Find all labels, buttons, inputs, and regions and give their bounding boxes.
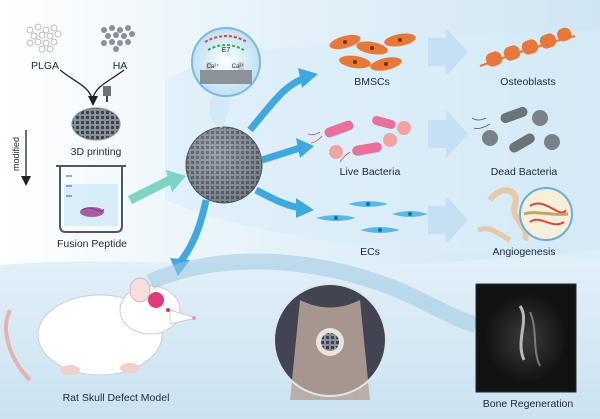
plga-particles [26, 23, 62, 53]
ca-ion-label-2: Ca²⁺ [232, 63, 245, 70]
plga-merge-arrow [59, 69, 93, 99]
live-bacteria [307, 116, 411, 163]
outcome-arrows [170, 68, 318, 276]
ha-particles [101, 25, 135, 52]
osteoblast-cells [479, 27, 576, 67]
angiogenesis-label: Angiogenesis [492, 246, 556, 258]
fusion-peptide-beaker [56, 165, 126, 233]
bone-regeneration-label: Bone Regeneration [482, 398, 574, 410]
bmsc-cells [329, 33, 416, 71]
plga-label: PLGA [30, 60, 60, 72]
e7-label: E7 [222, 47, 231, 54]
coating-arrow [127, 175, 173, 205]
ha-label: HA [112, 60, 128, 72]
scaffold-ball [185, 126, 263, 204]
micro-ct-image [475, 283, 577, 393]
bmscs-label: BMSCs [354, 76, 390, 88]
peptide-binding-inset: E7 Ca²⁺ Ca²⁺ [191, 27, 261, 128]
rat-illustration [4, 277, 198, 382]
3d-printing-label: 3D printing [70, 146, 122, 158]
surgery-photo [273, 283, 387, 400]
modified-label: modified [11, 136, 21, 172]
ca-ion-label: Ca²⁺ [207, 63, 220, 70]
transformation-arrows [428, 28, 468, 244]
merge-arrowhead [88, 96, 98, 106]
rat-model-label: Rat Skull Defect Model [62, 392, 170, 404]
live-bacteria-label: Live Bacteria [339, 166, 401, 178]
modified-arrowhead [21, 176, 31, 186]
dead-bacteria-label: Dead Bacteria [490, 166, 558, 178]
in-vivo-arrow [146, 253, 479, 333]
ha-merge-arrow [92, 69, 125, 99]
printed-scaffold [71, 86, 121, 141]
fusion-peptide-label: Fusion Peptide [56, 238, 128, 250]
osteoblasts-label: Osteoblasts [500, 76, 556, 88]
ecs-label: ECs [360, 246, 380, 258]
endothelial-cells [316, 201, 428, 233]
angiogenesis-graphic [477, 187, 573, 243]
dead-bacteria [471, 106, 560, 153]
coating-arrowhead [166, 170, 186, 192]
